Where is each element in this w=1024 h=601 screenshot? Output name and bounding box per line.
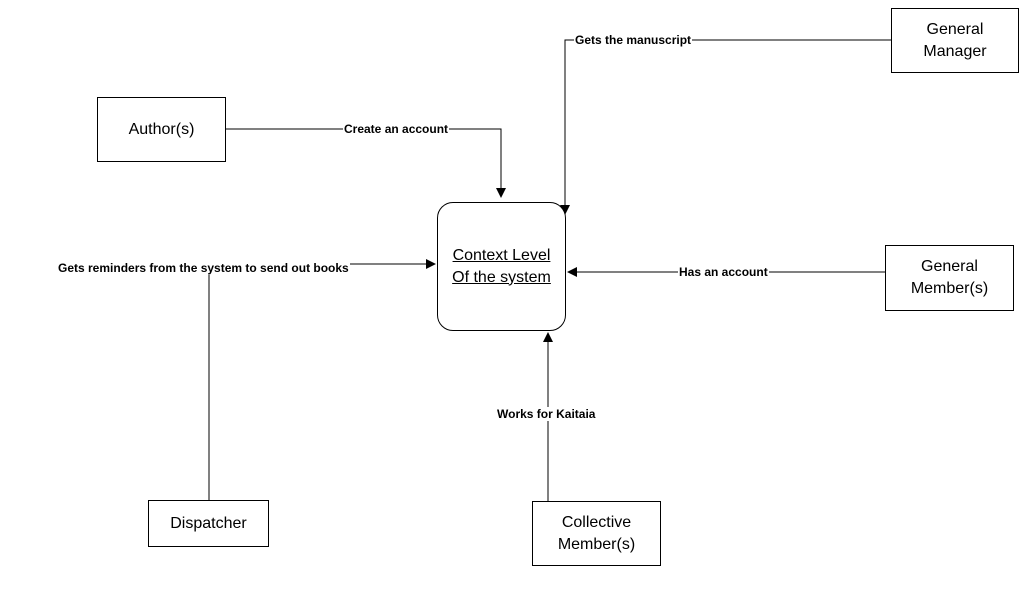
entity-author[interactable]: Author(s) <box>97 97 226 162</box>
entity-general-manager[interactable]: General Manager <box>891 8 1019 73</box>
flow-label-gets-reminders: Gets reminders from the system to send o… <box>57 261 350 275</box>
entity-general-manager-label: General Manager <box>923 20 987 60</box>
flow-label-works-for: Works for Kaitaia <box>496 407 597 421</box>
entity-general-member-label: General Member(s) <box>910 258 989 297</box>
flow-line-gets-manuscript <box>560 39 891 215</box>
flow-line-create-account <box>225 128 506 198</box>
entity-dispatcher-label: Dispatcher <box>170 514 247 532</box>
flow-label-has-account: Has an account <box>678 265 769 279</box>
flow-label-gets-manuscript: Gets the manuscript <box>574 33 693 47</box>
entity-author-label: Author(s) <box>128 120 195 138</box>
entity-collective-member[interactable]: Collective Member(s) <box>532 501 661 566</box>
entity-general-member[interactable]: General Member(s) <box>885 245 1014 311</box>
flow-label-create-account: Create an account <box>343 122 450 136</box>
entity-collective-member-label: Collective Member(s) <box>557 513 636 553</box>
flow-line-gets-reminders <box>208 259 436 500</box>
process-context-level[interactable]: Context Level Of the system <box>437 202 566 331</box>
process-label: Context Level Of the system <box>452 246 551 286</box>
entity-dispatcher[interactable]: Dispatcher <box>148 500 269 547</box>
